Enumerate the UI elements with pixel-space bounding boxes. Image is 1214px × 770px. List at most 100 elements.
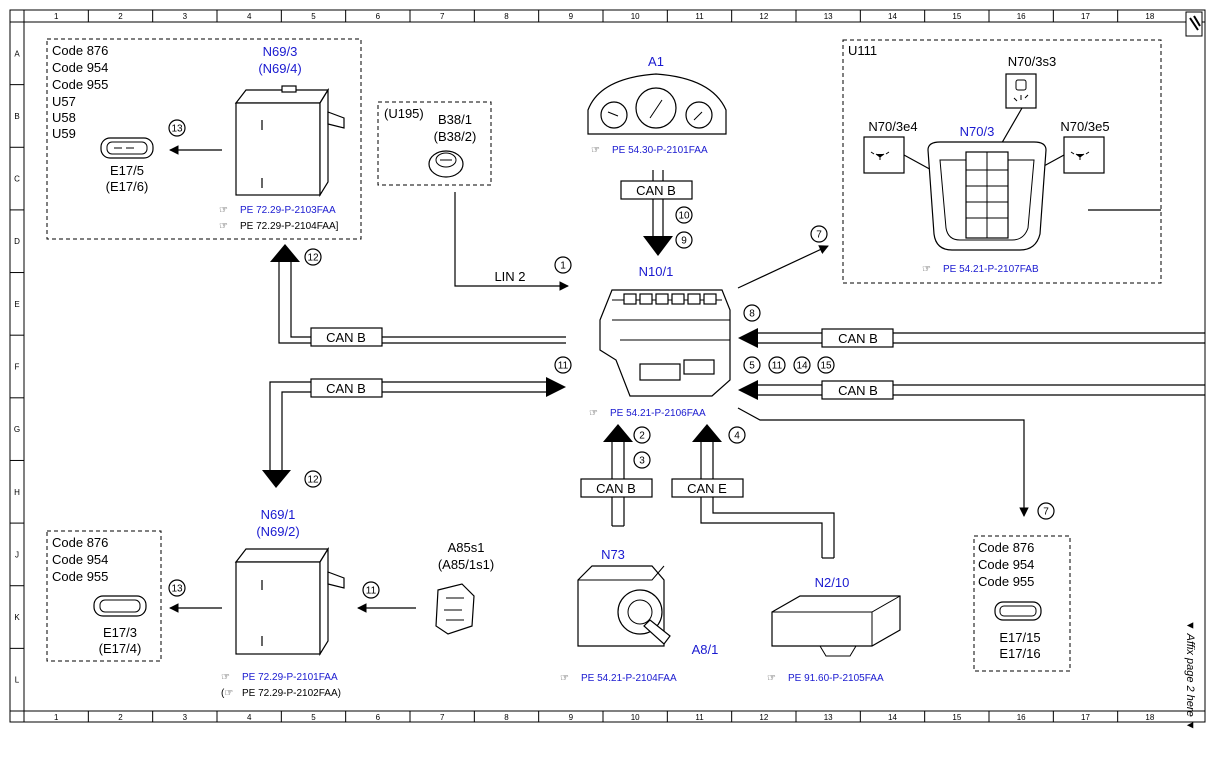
u111-label: U111	[848, 43, 877, 58]
signal-acquisition-module-n10-1-icon	[599, 289, 731, 397]
e17-4-label: (E17/4)	[99, 641, 142, 656]
n69-3-ref-2: PE 72.29-P-2104FAA]	[240, 221, 339, 232]
can-e-bus-n2-10-to-n10-1: CAN E	[671, 424, 835, 559]
n69-3-label: N69/3	[263, 44, 298, 59]
marker-15: 15	[820, 361, 832, 372]
grid-column-label: 15	[952, 713, 961, 722]
grid-row-label: G	[14, 425, 20, 434]
a1-ref: PE 54.30-P-2101FAA	[612, 145, 708, 156]
marker-10: 10	[678, 211, 690, 222]
can-b-label: CAN B	[636, 183, 676, 198]
can-b-bus-n69-1-to-n10-1: CAN B	[262, 377, 566, 488]
grid-column-label: 11	[695, 713, 704, 722]
marker-5: 5	[749, 361, 755, 372]
control-unit-n2-10-icon	[771, 595, 901, 657]
can-b-label: CAN B	[326, 381, 366, 396]
n2-10-label: N2/10	[815, 575, 850, 590]
grid-row-label: H	[14, 488, 20, 497]
manual-ref-icon: ☞	[219, 205, 228, 216]
marker-9: 9	[681, 236, 687, 247]
can-b-label: CAN B	[596, 481, 636, 496]
grid-row-label: B	[14, 112, 19, 121]
control-module-n69-3-icon	[234, 85, 345, 198]
code-line: U57	[52, 94, 76, 109]
marker-1: 1	[560, 261, 566, 272]
a8-1-label: A8/1	[692, 642, 719, 657]
marker-7: 7	[1043, 507, 1049, 518]
manual-ref-icon: ☞	[589, 408, 598, 419]
marker-12-circle	[304, 470, 322, 488]
marker-8-circle	[743, 304, 761, 322]
can-b-label: CAN B	[838, 331, 878, 346]
n69-1-ref-1: PE 72.29-P-2101FAA	[242, 672, 338, 683]
grid-column-label: 6	[376, 713, 381, 722]
marker-9-circle	[675, 231, 693, 249]
grid-row-label: D	[14, 237, 20, 246]
control-module-n69-1-icon	[234, 546, 345, 657]
grid-row-label: J	[15, 550, 19, 559]
n69-1-ref-2: PE 72.29-P-2102FAA)	[242, 688, 341, 699]
marker-4: 4	[734, 431, 740, 442]
marker-13-circle	[168, 579, 186, 597]
grid-column-label: 15	[952, 12, 961, 21]
lamp-n70-3e4-icon	[863, 136, 905, 174]
marker-3-circle	[633, 451, 651, 469]
marker-15-circle	[817, 356, 835, 374]
grid-column-label: 5	[311, 12, 316, 21]
grid-column-label: 10	[631, 12, 640, 21]
marker-7-circle	[810, 225, 828, 243]
marker-7: 7	[816, 230, 822, 241]
grid-column-label: 4	[247, 12, 252, 21]
code-line: Code 876	[978, 540, 1034, 555]
n70-3-ref: PE 54.21-P-2107FAB	[943, 264, 1039, 275]
grid-column-label: 3	[183, 713, 188, 722]
marker-2-circle	[633, 426, 651, 444]
e17-6-label: (E17/6)	[106, 179, 149, 194]
grid-column-label: 18	[1145, 713, 1154, 722]
b38-2-label: (B38/2)	[434, 129, 477, 144]
manual-ref-icon: ☞	[922, 264, 931, 275]
grid-column-label: 16	[1017, 713, 1026, 722]
n70-3e5-label: N70/3e5	[1060, 119, 1109, 134]
grid-column-label: 10	[631, 713, 640, 722]
drawing-frame	[9, 9, 1206, 723]
marker-12: 12	[307, 475, 319, 486]
grid-column-label: 8	[504, 12, 509, 21]
can-e-label: CAN E	[687, 481, 727, 496]
grid-column-label: 1	[54, 713, 59, 722]
n73-ref: PE 54.21-P-2104FAA	[581, 673, 677, 684]
e17-3-area-box	[46, 530, 162, 662]
marker-8: 8	[749, 309, 755, 320]
grid-column-label: 13	[824, 12, 833, 21]
code-line: Code 955	[52, 569, 108, 584]
grid-column-label: 9	[569, 713, 574, 722]
grid-column-label: 1	[54, 12, 59, 21]
code-line: Code 954	[978, 557, 1034, 572]
wire-to-e17-15	[737, 407, 1029, 517]
a85-1s1-label: (A85/1s1)	[438, 557, 494, 572]
affix-page-note: ▼ Affix page 2 here ▼	[1184, 620, 1196, 731]
grid-column-label: 5	[311, 713, 316, 722]
e17-3-label: E17/3	[103, 625, 137, 640]
n10-1-label: N10/1	[639, 264, 674, 279]
code-line: Code 876	[52, 43, 108, 58]
marker-12: 12	[307, 253, 319, 264]
lamp-e17-3-icon	[93, 595, 147, 617]
can-b-bus-n10-1-to-n69-3: CAN B	[270, 244, 566, 347]
grid-column-label: 17	[1081, 12, 1090, 21]
code-line: Code 876	[52, 535, 108, 550]
lamp-e17-5-icon	[100, 137, 154, 159]
grid-column-label: 2	[118, 12, 123, 21]
pen-icon	[1189, 15, 1201, 31]
manual-ref-icon: ☞	[221, 672, 230, 683]
grid-row-label: C	[14, 175, 20, 184]
n73-label: N73	[601, 547, 625, 562]
grid-column-label: 8	[504, 713, 509, 722]
marker-11-circle	[554, 356, 572, 374]
n69-3-ref-1: PE 72.29-P-2103FAA	[240, 205, 336, 216]
grid-column-label: 18	[1145, 12, 1154, 21]
marker-2: 2	[639, 431, 645, 442]
code-line: Code 955	[52, 77, 108, 92]
can-b-label: CAN B	[326, 330, 366, 345]
